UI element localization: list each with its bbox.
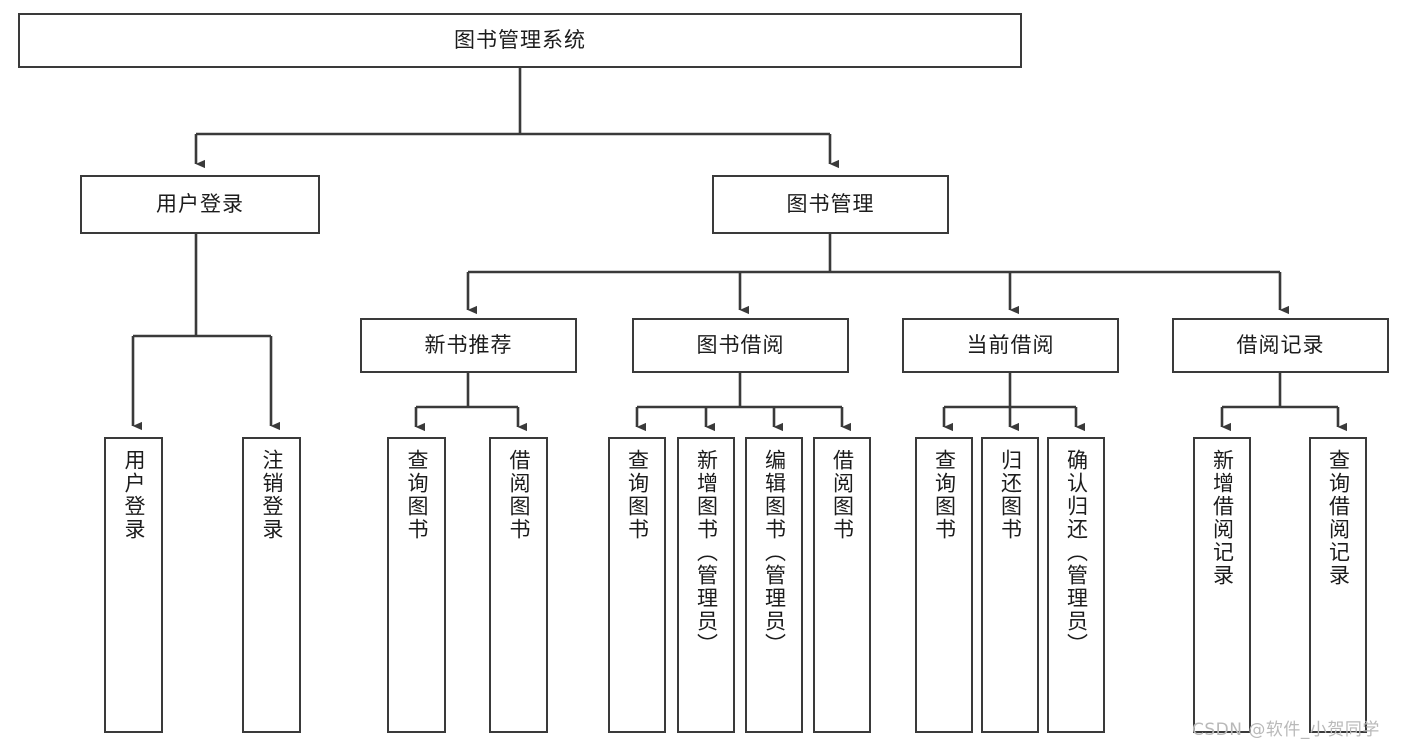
node-leaf-query-borrow-record[interactable]: 查询借阅记录 bbox=[1309, 437, 1367, 733]
node-label: 用户登录 bbox=[121, 449, 146, 541]
node-leaf-return-book[interactable]: 归还图书 bbox=[981, 437, 1039, 733]
node-label: 图书借阅 bbox=[696, 332, 785, 357]
node-label: 查询图书 bbox=[932, 449, 957, 541]
node-label: 查询图书 bbox=[404, 449, 429, 541]
node-leaf-edit-book-admin[interactable]: 编辑图书（管理员） bbox=[745, 437, 803, 733]
node-leaf-user-logout[interactable]: 注销登录 bbox=[242, 437, 301, 733]
node-current-borrowing[interactable]: 当前借阅 bbox=[902, 318, 1119, 373]
node-leaf-confirm-return-admin[interactable]: 确认归还（管理员） bbox=[1047, 437, 1105, 733]
node-label: 确认归还（管理员） bbox=[1064, 449, 1089, 656]
node-label: 借阅记录 bbox=[1236, 332, 1325, 357]
node-leaf-add-book-admin[interactable]: 新增图书（管理员） bbox=[677, 437, 735, 733]
node-label: 借阅图书 bbox=[830, 449, 855, 541]
node-label: 归还图书 bbox=[998, 449, 1023, 541]
node-user-login[interactable]: 用户登录 bbox=[80, 175, 320, 234]
node-leaf-borrow-book-new[interactable]: 借阅图书 bbox=[489, 437, 548, 733]
node-book-management[interactable]: 图书管理 bbox=[712, 175, 949, 234]
node-label: 新增借阅记录 bbox=[1210, 449, 1235, 587]
node-label: 查询借阅记录 bbox=[1326, 449, 1351, 587]
node-leaf-query-book-current[interactable]: 查询图书 bbox=[915, 437, 973, 733]
node-label: 图书管理系统 bbox=[454, 27, 586, 52]
node-leaf-user-login[interactable]: 用户登录 bbox=[104, 437, 163, 733]
node-leaf-query-book-new[interactable]: 查询图书 bbox=[387, 437, 446, 733]
node-label: 当前借阅 bbox=[966, 332, 1055, 357]
node-label: 编辑图书（管理员） bbox=[762, 449, 787, 656]
node-label: 注销登录 bbox=[259, 449, 284, 541]
node-label: 新增图书（管理员） bbox=[694, 449, 719, 656]
node-label: 新书推荐 bbox=[424, 332, 513, 357]
node-label: 借阅图书 bbox=[506, 449, 531, 541]
node-label: 图书管理 bbox=[786, 191, 875, 216]
node-root-book-management-system[interactable]: 图书管理系统 bbox=[18, 13, 1022, 68]
node-new-book-recommendation[interactable]: 新书推荐 bbox=[360, 318, 577, 373]
node-leaf-query-book-borrow[interactable]: 查询图书 bbox=[608, 437, 666, 733]
node-label: 用户登录 bbox=[156, 191, 244, 216]
node-leaf-borrow-book[interactable]: 借阅图书 bbox=[813, 437, 871, 733]
node-book-borrowing[interactable]: 图书借阅 bbox=[632, 318, 849, 373]
node-borrowing-record[interactable]: 借阅记录 bbox=[1172, 318, 1389, 373]
node-label: 查询图书 bbox=[625, 449, 650, 541]
node-leaf-add-borrow-record[interactable]: 新增借阅记录 bbox=[1193, 437, 1251, 733]
csdn-watermark: CSDN @软件_小贺同学 bbox=[1192, 720, 1380, 740]
